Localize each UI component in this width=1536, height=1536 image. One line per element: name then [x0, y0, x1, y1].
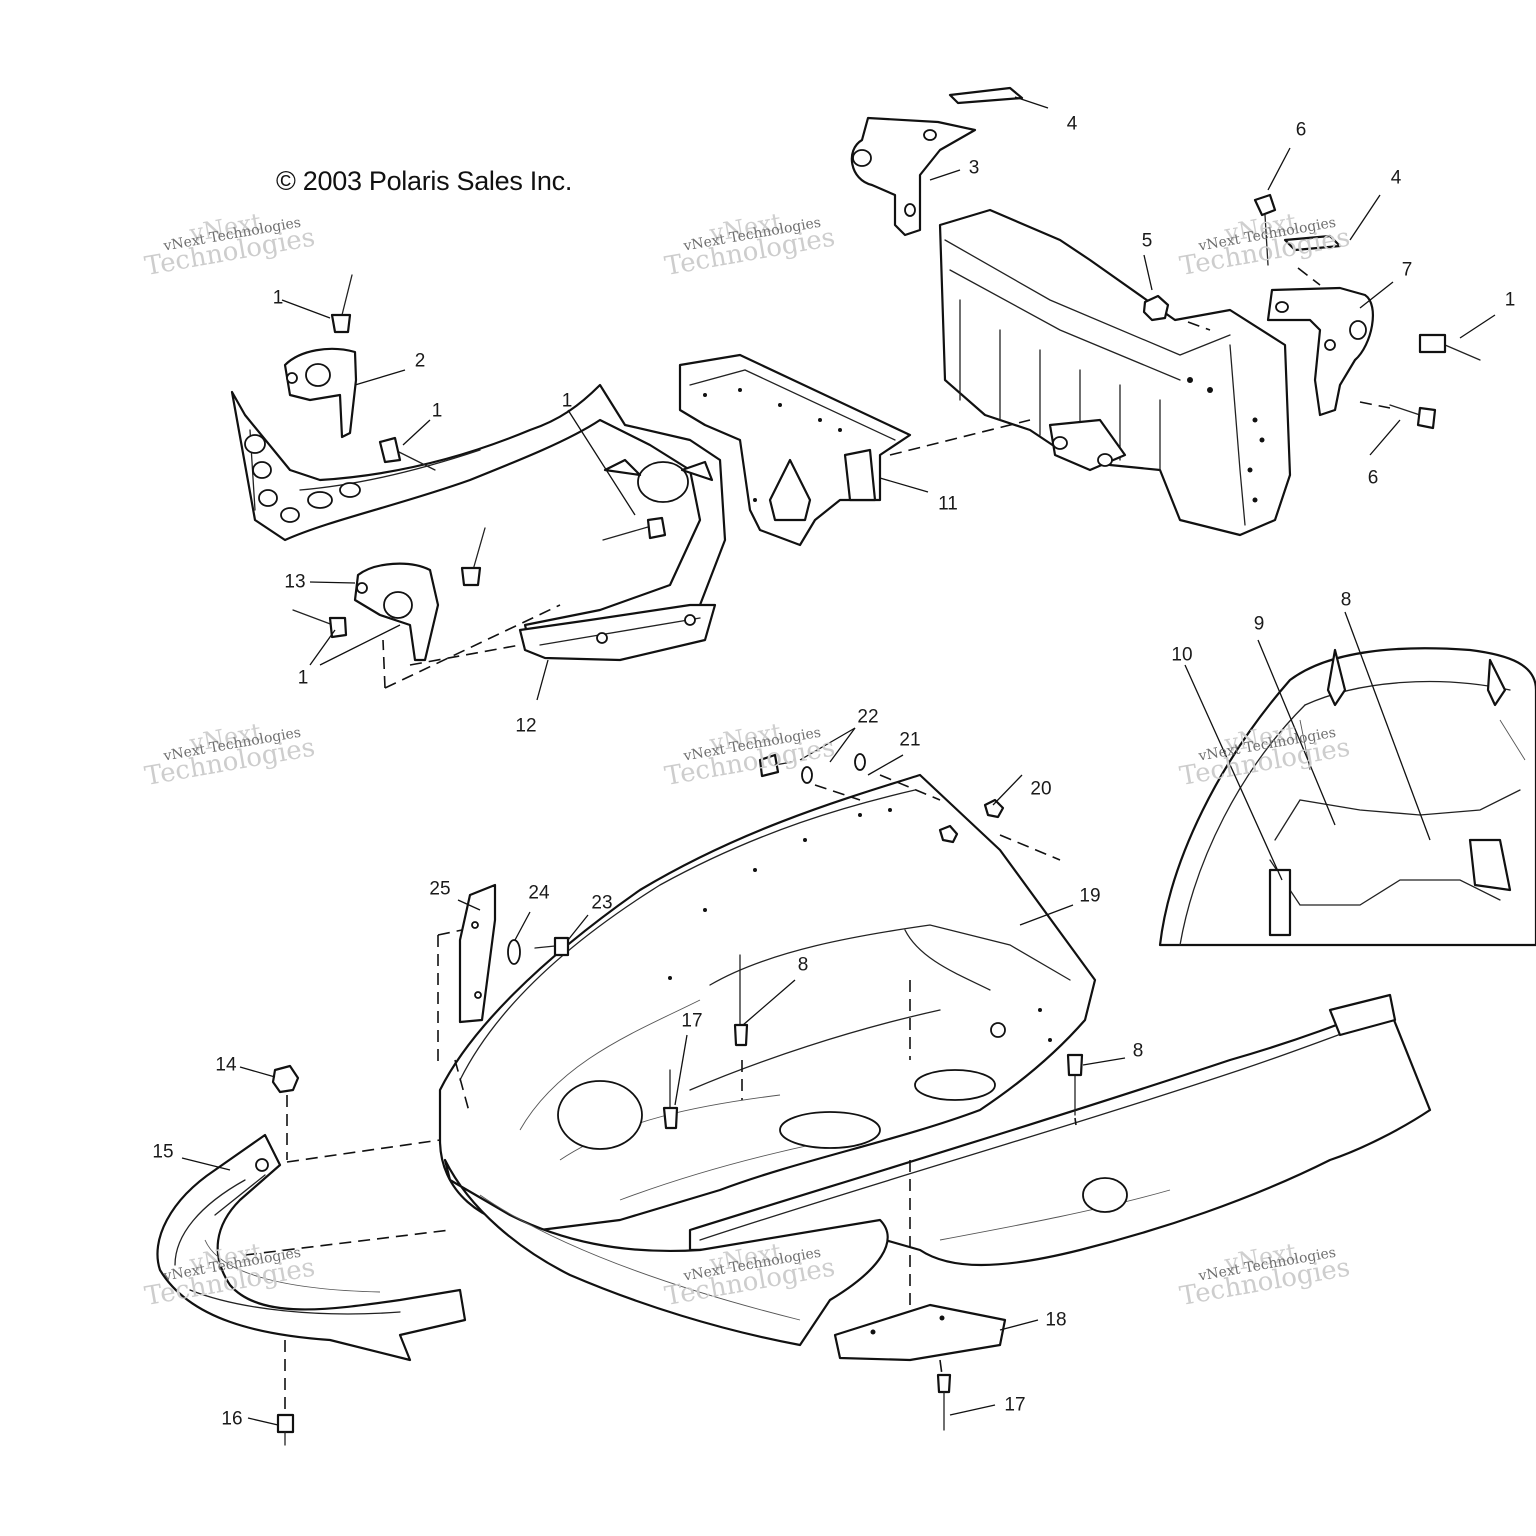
lower-hood-skirt [443, 1158, 889, 1347]
callout-9: 9 [1253, 613, 1265, 635]
callout-1: 1 [1504, 289, 1516, 311]
callout-1: 1 [272, 287, 284, 309]
callout-6: 6 [1367, 467, 1379, 489]
copyright-notice: © 2003 Polaris Sales Inc. [276, 166, 573, 196]
callout-19: 19 [1079, 885, 1101, 907]
rivet-1-d [460, 527, 486, 587]
callout-25: 25 [429, 878, 451, 900]
bracket-13 [353, 562, 440, 662]
nut-5 [1142, 294, 1170, 322]
rear-inset-view [1158, 647, 1536, 947]
callout-6: 6 [1295, 119, 1307, 141]
bracket-3 [850, 116, 977, 237]
callout-1: 1 [431, 400, 443, 422]
callout-15: 15 [152, 1141, 174, 1163]
plate-25 [458, 883, 497, 1024]
callout-18: 18 [1045, 1309, 1067, 1331]
callout-3: 3 [968, 157, 980, 179]
frame-rail [230, 383, 727, 647]
leader-lines [181, 96, 1496, 1426]
callout-4: 4 [1390, 167, 1402, 189]
rivet-17-a [662, 1069, 679, 1130]
callout-11: 11 [938, 493, 958, 515]
washer-21 [801, 753, 866, 784]
rivet-1-c [602, 516, 667, 541]
callout-23: 23 [591, 892, 613, 914]
rivet-8-a [733, 954, 749, 1047]
rivet-1-f [1418, 333, 1481, 361]
callout-24: 24 [528, 882, 550, 904]
callout-22: 22 [857, 706, 879, 728]
lower-bracket [518, 603, 717, 662]
callout-13: 13 [284, 571, 306, 593]
bolt-6-top [1253, 193, 1277, 266]
callout-8: 8 [1340, 589, 1352, 611]
callout-8: 8 [1132, 1040, 1144, 1062]
nut-14 [271, 1064, 300, 1094]
callout-7: 7 [1401, 259, 1413, 281]
rivet-17-b [936, 1373, 952, 1431]
rivet-1-a [330, 274, 353, 334]
callout-1: 1 [561, 390, 573, 412]
callout-8: 8 [797, 954, 809, 976]
callout-21: 21 [899, 729, 921, 751]
rear-bulkhead [938, 208, 1292, 537]
callout-5: 5 [1141, 230, 1153, 252]
decal-4 [948, 86, 1342, 252]
washer-24 [507, 939, 521, 965]
rivet-1-b [378, 436, 436, 471]
callout-2: 2 [414, 350, 426, 372]
bracket-2 [283, 347, 358, 439]
callout-12: 12 [515, 715, 537, 737]
bolt-6-right [1389, 404, 1437, 430]
bolt-16 [276, 1413, 295, 1446]
nut-20 [938, 798, 1005, 844]
center-crossmember [678, 353, 912, 547]
callout-16: 16 [221, 1408, 243, 1430]
rivet-8-b [1066, 1053, 1084, 1116]
assembly-lines [244, 267, 1391, 1410]
side-panel [688, 993, 1432, 1267]
callout-17: 17 [681, 1010, 703, 1032]
callout-10: 10 [1171, 644, 1193, 666]
front-bumper [156, 1133, 467, 1362]
callout-14: 14 [215, 1054, 237, 1076]
callout-1: 1 [297, 667, 309, 689]
bracket-7 [1266, 286, 1374, 417]
skid-plate [833, 1303, 1007, 1362]
callout-17: 17 [1004, 1394, 1026, 1416]
rivet-1-e [292, 609, 348, 639]
bolt-22 [758, 753, 793, 778]
bolt-23 [534, 936, 570, 957]
callout-4: 4 [1066, 113, 1078, 135]
callout-20: 20 [1030, 778, 1052, 800]
